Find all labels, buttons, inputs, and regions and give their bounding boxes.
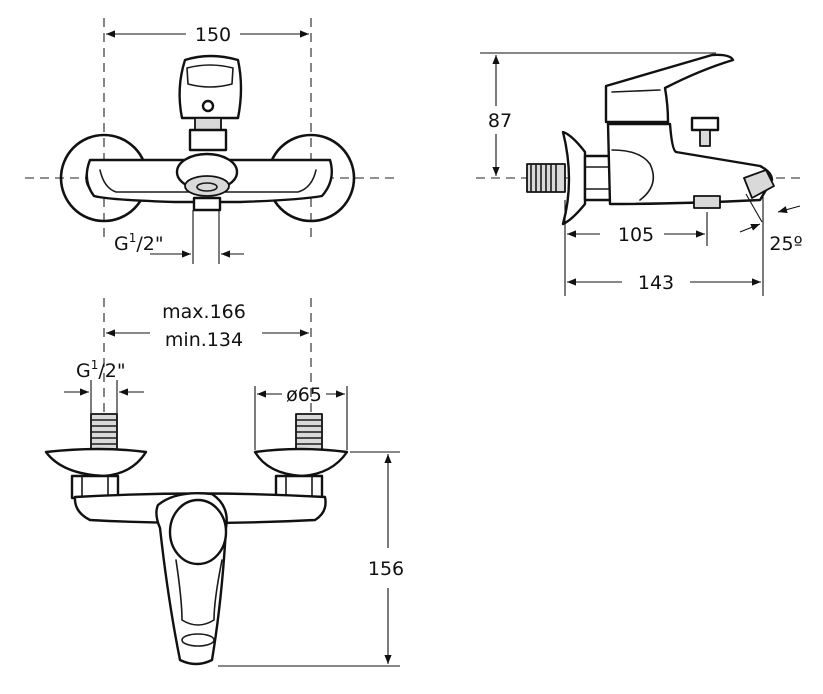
dim-depth-143: 143 <box>638 272 674 294</box>
dim-width-150: 150 <box>195 24 231 46</box>
dim-height-87: 87 <box>488 110 512 132</box>
dim-eccentric-min: min.134 <box>165 329 243 351</box>
front-view: 150 G1/2" <box>25 18 395 264</box>
dim-spout-105: 105 <box>618 224 654 246</box>
top-view: max.166 min.134 G1/2" ø65 <box>44 298 404 667</box>
side-view: 87 105 143 25º <box>476 52 803 296</box>
dim-thread-top: G1/2" <box>76 358 126 382</box>
dim-thread-front: G1/2" <box>114 231 164 255</box>
dim-angle-25: 25º <box>769 233 802 255</box>
dim-eccentric-max: max.166 <box>162 301 246 323</box>
dim-projection-156: 156 <box>368 558 404 580</box>
dim-rosette-65: ø65 <box>286 384 322 406</box>
